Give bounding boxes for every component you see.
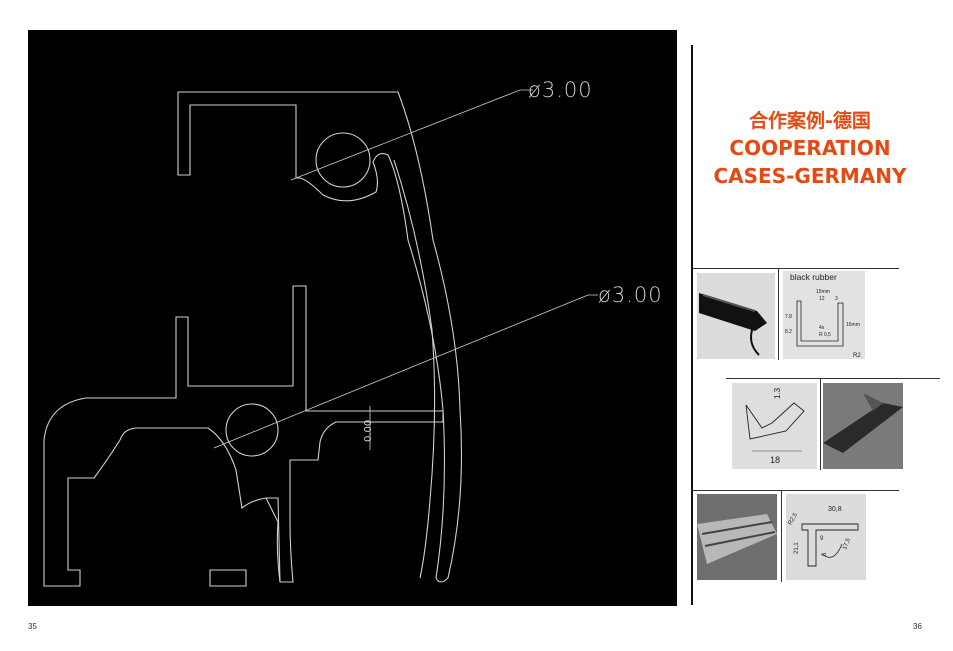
row-rule-1 bbox=[693, 268, 899, 269]
sketch1-heading: black rubber bbox=[790, 272, 837, 282]
diameter-label-bottom: ø3.00 bbox=[598, 283, 663, 307]
sketch1-dim-r2: R2 bbox=[853, 353, 861, 359]
sketch3-dim-308: 30,8 bbox=[828, 506, 842, 513]
profile-top-outline bbox=[177, 91, 463, 583]
profile-lower-leg bbox=[209, 569, 247, 587]
sketch1-dim-12: 12 bbox=[819, 296, 825, 302]
leader-top bbox=[290, 89, 533, 181]
sketch-clip-profile: 18 1.3 bbox=[732, 383, 817, 469]
page-number-left: 35 bbox=[28, 622, 37, 631]
sketch2-dim-18: 18 bbox=[770, 455, 780, 465]
sketch1-dim-16: 16mm bbox=[846, 322, 860, 328]
row1-divider bbox=[778, 268, 779, 360]
title-line2: CASES-GERMANY bbox=[713, 164, 907, 188]
page-divider bbox=[691, 45, 693, 605]
profile-rail bbox=[393, 159, 436, 579]
sketch1-dim-3: 3 bbox=[835, 296, 838, 302]
sketch2-dim-13: 1.3 bbox=[773, 387, 782, 399]
row-rule-3 bbox=[693, 490, 899, 491]
leader-bottom bbox=[213, 294, 598, 449]
cad-drawing: ø3.00 ø3.00 0.00 bbox=[28, 30, 677, 606]
page-number-right: 36 bbox=[913, 622, 922, 631]
profile-right-leg bbox=[266, 497, 293, 583]
sketch1-dim-78: 7.8 bbox=[785, 314, 792, 320]
row3-divider bbox=[781, 490, 782, 582]
top-circle bbox=[315, 132, 371, 188]
sketch3-dim-211: 21,1 bbox=[794, 542, 800, 554]
profile-mid-outline bbox=[43, 285, 444, 587]
sketch3-dim-175: 17,5 bbox=[842, 537, 852, 551]
photo-clip-rubber bbox=[823, 383, 903, 469]
photo-rubber-profile bbox=[697, 273, 775, 359]
sketch1-dim-r05: R 0,5 bbox=[819, 332, 831, 338]
sketch1-dim-82: 8.2 bbox=[785, 329, 792, 335]
title-chinese: 合作案例-德国 bbox=[749, 110, 871, 132]
row-rule-2 bbox=[726, 378, 940, 379]
sketch-t-profile: 30,8 R2,5 21,1 9 6 17,5 bbox=[786, 494, 866, 580]
bottom-circle bbox=[225, 403, 279, 457]
small-dim-label: 0.00 bbox=[363, 419, 374, 442]
row2-divider bbox=[820, 378, 821, 470]
cad-profile-svg bbox=[43, 89, 598, 587]
sketch3-dim-r25: R2,5 bbox=[788, 512, 800, 527]
photo-profile-rack bbox=[697, 494, 777, 580]
diameter-label-top: ø3.00 bbox=[528, 78, 593, 102]
sketch1-dim-15: 15mm bbox=[816, 289, 830, 295]
sketch-black-rubber: black rubber 15mm 12 3 7.8 8.2 4x R 0,5 … bbox=[783, 271, 865, 359]
title-line1: COOPERATION bbox=[729, 136, 891, 160]
sketch3-dim-6: 6 bbox=[822, 552, 828, 556]
sketch1-dim-4x: 4x bbox=[819, 325, 825, 331]
sketch3-dim-9: 9 bbox=[820, 536, 824, 542]
